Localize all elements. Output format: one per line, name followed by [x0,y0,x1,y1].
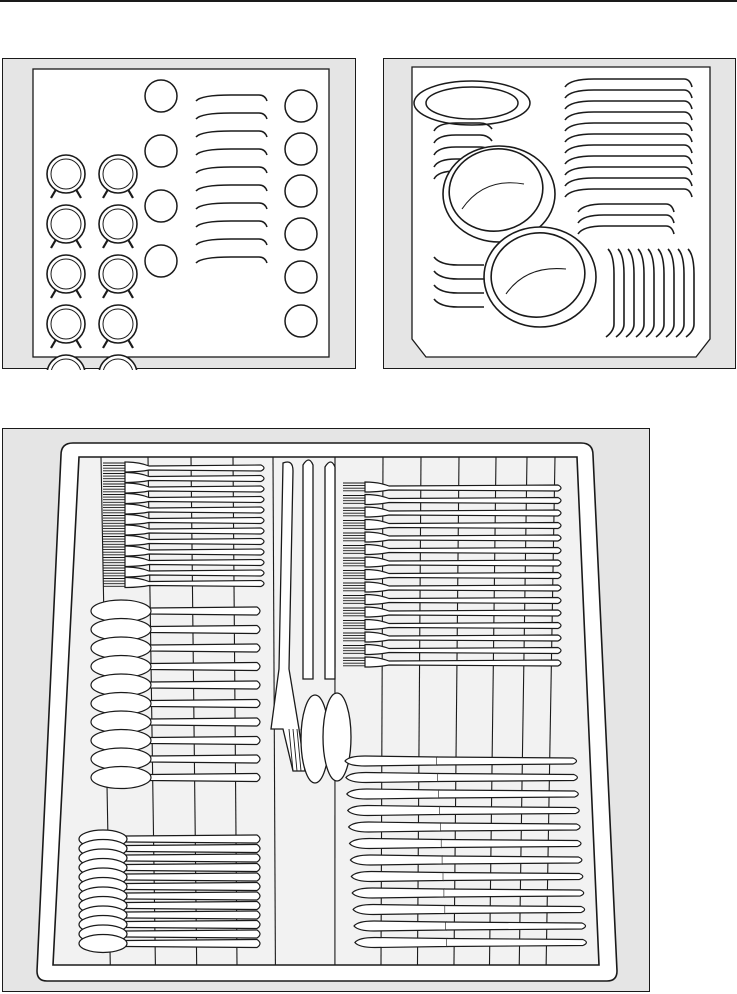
glass-icon [285,261,317,293]
header-rule [0,0,737,2]
knife-icon [348,806,580,816]
knife-icon [354,921,586,931]
knife-icon [346,773,578,783]
glass-icon [285,218,317,250]
glass-icon [285,305,317,337]
lower-basket-svg [384,59,737,370]
upper-basket-svg [3,59,357,370]
knife-icon [345,756,577,766]
glass-icon [285,90,317,122]
glass-icon [145,135,177,167]
glass-icon [145,190,177,222]
knife-icon [351,872,583,882]
glass-icon [285,133,317,165]
knife-icon [349,822,580,832]
cutlery-tray-figure [2,428,650,992]
cutlery-tray-svg [3,429,651,993]
bowl-lower [484,225,596,327]
upper-basket-figure [2,58,356,369]
knife-icon [350,855,582,865]
glass-icon [285,175,317,207]
knife-icon [355,938,587,948]
knife-icon [352,888,584,898]
platter [414,81,530,125]
lower-basket-figure [383,58,736,369]
knife-icon [353,905,584,915]
glass-icon [145,80,177,112]
knife-icon [350,839,582,849]
knife-icon [347,789,579,799]
glass-icon [145,245,177,277]
